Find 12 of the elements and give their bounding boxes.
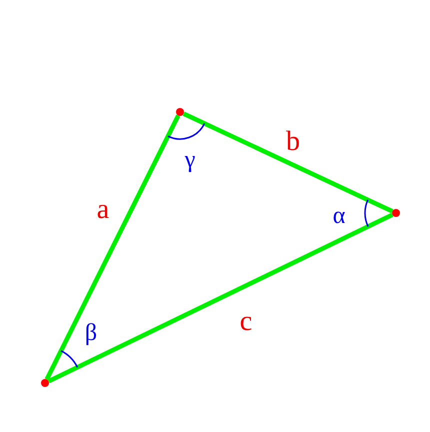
- angle-label: α: [332, 204, 346, 228]
- angle-label: β: [84, 321, 98, 345]
- vertex-dot: [41, 379, 49, 387]
- side-label: b: [286, 128, 300, 156]
- triangle-side: [48, 212, 394, 384]
- vertex-dot: [392, 209, 400, 217]
- angle-label: γ: [184, 148, 196, 172]
- side-label: c: [240, 308, 252, 336]
- vertex-dot: [176, 108, 184, 116]
- triangle-side: [44, 114, 180, 380]
- side-label: a: [96, 196, 110, 224]
- triangle-side: [182, 112, 394, 214]
